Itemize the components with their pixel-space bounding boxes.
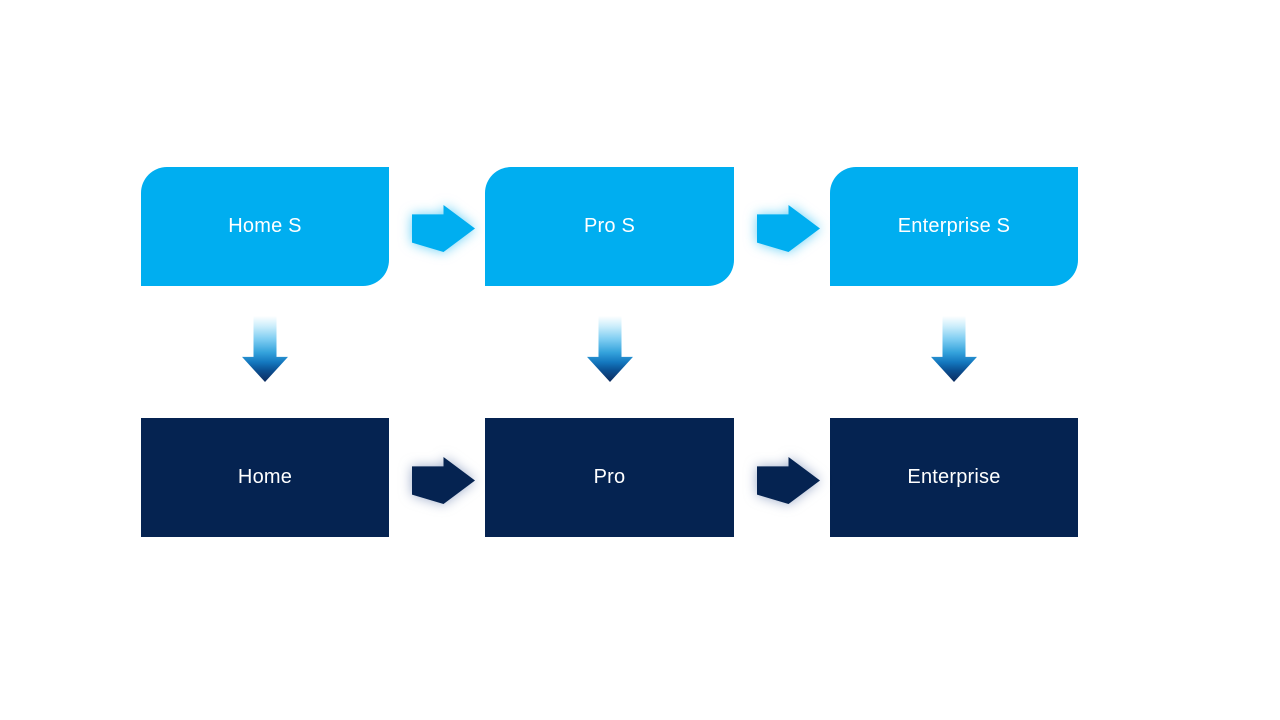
stage-box-label: Home [237,466,293,488]
right-arrow-icon [757,457,820,504]
right-arrow-icon [757,205,820,252]
down-arrow-icon [242,316,288,382]
right-arrow-icon [412,457,475,504]
stage-box-home: Home [141,418,389,537]
stage-box-pro: Pro [485,418,734,537]
stage-box-label: Home S [228,215,302,237]
stage-box-label: Pro S [583,215,636,237]
stage-box-label: Pro [593,466,626,488]
stage-box-home-s: Home S [141,167,389,286]
right-arrow-shape [412,457,475,504]
stage-box-pro-s: Pro S [485,167,734,286]
stage-box-enterprise: Enterprise [830,418,1078,537]
right-arrow-shape [757,457,820,504]
down-arrow-icon [587,316,633,382]
stage-box-label: Enterprise S [897,215,1011,237]
down-arrow-icon [931,316,977,382]
right-arrow-shape [757,205,820,252]
right-arrow-shape [412,205,475,252]
stage-box-label: Enterprise [907,466,1001,488]
stage-box-enterprise-s: Enterprise S [830,167,1078,286]
right-arrow-icon [412,205,475,252]
